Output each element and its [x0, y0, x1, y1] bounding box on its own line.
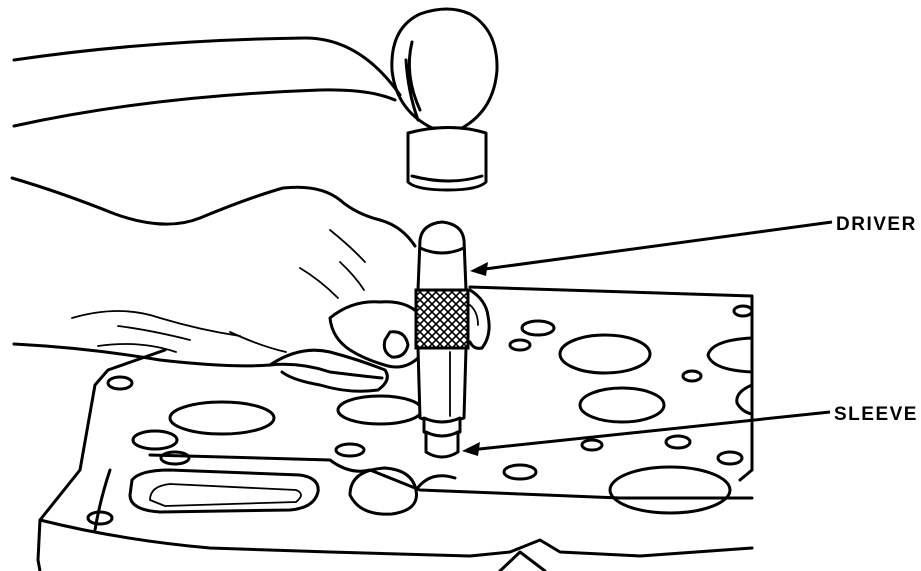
arrowhead-driver — [470, 262, 488, 276]
callout-label-sleeve: SLEEVE — [834, 404, 918, 425]
driver-lower-shaft — [418, 348, 466, 422]
bolt-hole — [683, 371, 701, 381]
bolt-hole — [133, 431, 177, 449]
sleeve-part — [424, 418, 460, 457]
leader-line-driver — [478, 222, 832, 270]
bolt-hole — [336, 444, 364, 456]
cylinder-head-slot — [130, 470, 318, 512]
hammer — [392, 9, 497, 190]
callout-label-driver: DRIVER — [836, 214, 917, 235]
bolt-hole — [108, 377, 132, 389]
arrowhead-sleeve — [462, 442, 480, 456]
bolt-hole — [88, 512, 112, 524]
bore-opening — [737, 385, 752, 414]
bore-opening — [338, 396, 422, 424]
bolt-hole — [666, 436, 690, 448]
bolt-hole — [582, 440, 602, 450]
driver-shaft — [418, 222, 466, 290]
operator-arm-upper — [14, 38, 400, 126]
callout-sleeve: SLEEVE — [462, 404, 918, 456]
bolt-hole — [734, 306, 752, 316]
bore-opening — [708, 338, 752, 372]
bore-opening — [580, 388, 664, 422]
bolt-hole — [718, 452, 742, 464]
bore-opening — [560, 335, 650, 373]
driver-knurled-grip — [416, 290, 468, 348]
cylinder-head-front-edge — [38, 470, 752, 571]
bore-opening — [170, 402, 274, 434]
bolt-hole — [522, 321, 554, 335]
bolt-hole — [510, 340, 530, 350]
callout-driver: DRIVER — [470, 214, 917, 276]
cylinder-head-slot-inner — [150, 484, 301, 506]
bolt-hole — [504, 465, 536, 479]
driver-tool — [416, 222, 468, 422]
bore-opening — [610, 467, 730, 513]
bolt-hole — [161, 452, 189, 464]
